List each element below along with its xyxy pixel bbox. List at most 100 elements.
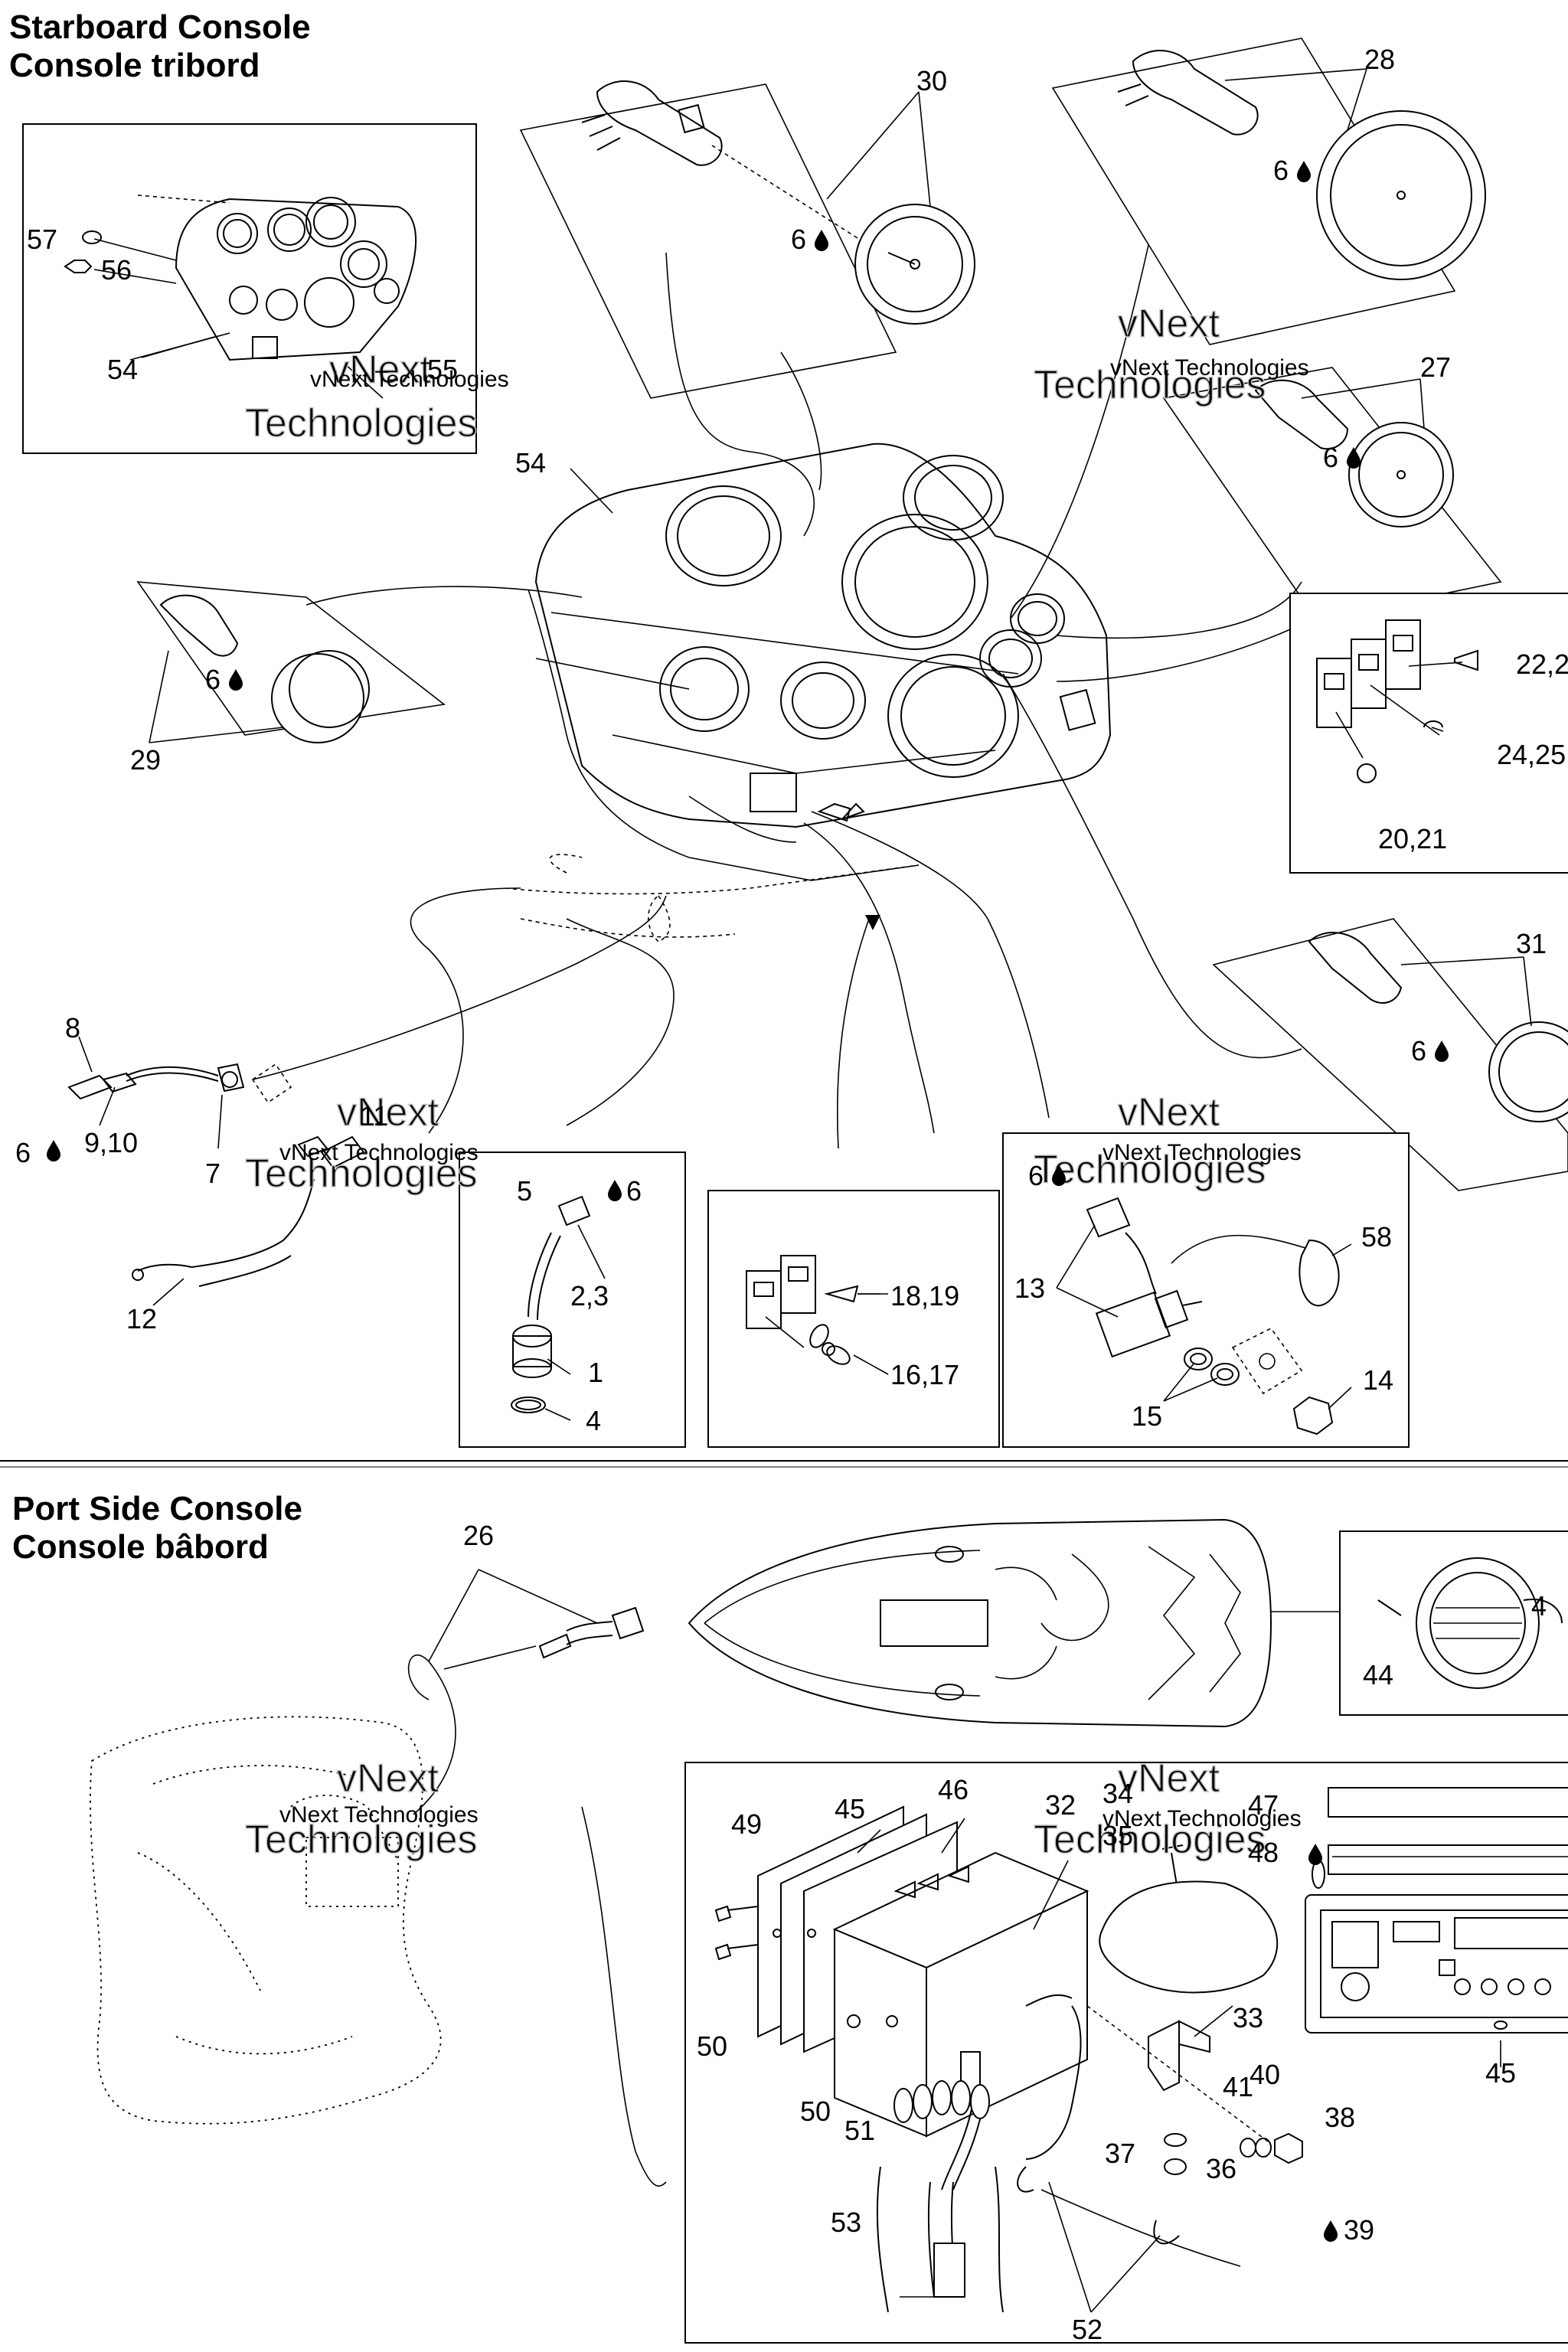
part-labels: 30 6 28 6 27 6 6 29 31 6 22,2 24,25 20,2… [15,44,1568,2345]
part-label-41: 41 [1223,2071,1253,2102]
part-label-50: 50 [697,2030,727,2062]
drop-icon [815,230,828,251]
part-label-55: 55 [427,354,458,385]
port-console-shell [90,1606,667,2187]
stereo-parts-box [684,1762,1568,2344]
part-label-45: 45 [835,1793,865,1824]
watermarks: vNext Technologies vNext Technologies vN… [244,301,1309,1863]
part-label-15: 15 [1132,1400,1162,1432]
part-label-32: 32 [1045,1789,1076,1821]
watermark-text: vNext [1118,1090,1220,1135]
speaker-box [1339,1530,1568,1716]
gauge-31 [1212,918,1568,1191]
part-label-46: 46 [938,1774,969,1805]
part-label-6: 6 [205,664,220,695]
port-title-fr: Console bâbord [12,1528,269,1566]
box-16-19 [707,1190,1000,1448]
part-label-54: 54 [107,354,138,385]
watermark-text: Technologies [1034,1818,1266,1862]
callout-lines [78,68,1532,2313]
part-label-6: 6 [15,1137,31,1168]
watermark-text: vNext Technologies [310,367,509,392]
box-13-15 [1002,1132,1410,1448]
part-label-49: 49 [731,1808,762,1840]
main-console [505,443,1112,942]
part-label-5: 5 [517,1175,532,1207]
part-label-40: 40 [1250,2059,1280,2090]
part-label-36: 36 [1206,2153,1236,2184]
sensor-harness [67,1063,365,1287]
part-label-1: 1 [588,1357,603,1388]
part-label-44: 44 [1363,1659,1393,1690]
gauge-28 [1051,38,1486,345]
part-label-52: 52 [1072,2314,1102,2345]
switch-panel-box [1289,593,1568,874]
part-label-6: 6 [626,1175,642,1207]
watermark-text: vNext Technologies [1102,1140,1302,1165]
box-1-5 [459,1152,686,1448]
boat-top-view [688,1518,1344,1728]
part-label-43: 4 [1531,1590,1547,1622]
gauge-27 [1162,367,1502,621]
drop-icon [229,669,243,691]
part-label-9-10: 9,10 [84,1127,138,1158]
part-label-57: 57 [27,224,57,255]
watermark-text: vNext [337,1090,439,1135]
starboard-title-fr: Console tribord [9,47,260,84]
part-label-14: 14 [1363,1364,1393,1396]
part-label-31: 31 [1516,928,1547,959]
part-label-35: 35 [1102,1820,1133,1851]
part-label-8: 8 [65,1012,80,1044]
drop-icon [1297,161,1311,182]
part-label-22-23: 22,2 [1516,648,1568,680]
part-label-28: 28 [1364,44,1395,75]
part-label-20-21: 20,21 [1378,823,1447,854]
watermark-text: vNext Technologies [1102,1806,1302,1831]
part-label-45: 45 [1485,2057,1516,2089]
watermark-text: vNext Technologies [279,1802,479,1828]
part-label-37: 37 [1105,2138,1135,2169]
port-title-en: Port Side Console [12,1490,302,1527]
watermark-text: vNext [1118,1756,1220,1801]
watermark-text: Technologies [1034,1148,1266,1192]
part-label-11: 11 [360,1100,388,1132]
part-label-13: 13 [1014,1272,1045,1304]
starboard-title-en: Starboard Console [9,8,311,46]
part-label-48: 48 [1248,1837,1279,1868]
part-label-12: 12 [126,1303,157,1334]
leader-lines [252,244,1302,1149]
part-label-51: 51 [844,2115,875,2146]
watermark-text: vNext [337,1756,439,1801]
watermark-text: vNext [1118,302,1220,346]
part-label-4: 4 [586,1405,601,1436]
part-label-6: 6 [1323,442,1338,473]
watermark-text: vNext Technologies [279,1140,479,1165]
part-label-6: 6 [1411,1035,1426,1067]
part-label-34: 34 [1102,1778,1133,1809]
part-label-39: 39 [1344,2214,1374,2246]
part-label-7: 7 [205,1158,220,1189]
part-label-6: 6 [791,224,806,255]
part-label-27: 27 [1420,351,1451,383]
part-label-56: 56 [101,254,132,286]
part-label-58: 58 [1361,1221,1392,1253]
drop-icon [47,1140,60,1161]
watermark-text: Technologies [245,1152,478,1196]
part-label-6: 6 [1273,155,1289,186]
part-label-38: 38 [1325,2102,1355,2133]
part-label-2-3: 2,3 [570,1280,609,1312]
gauge-29 [136,581,446,743]
watermark-text: Technologies [245,401,478,446]
part-label-53: 53 [831,2207,861,2238]
part-label-18-19: 18,19 [890,1280,959,1312]
part-label-33: 33 [1233,2002,1263,2034]
watermark-text: vNext [329,348,431,392]
part-label-16-17: 16,17 [890,1359,959,1390]
part-label-47: 47 [1248,1789,1279,1821]
part-label-26: 26 [463,1520,494,1551]
part-label-29: 29 [130,744,161,776]
part-label-24-25: 24,25 [1497,739,1566,770]
watermark-text: vNext Technologies [1110,355,1309,381]
watermark-text: Technologies [1034,363,1266,407]
